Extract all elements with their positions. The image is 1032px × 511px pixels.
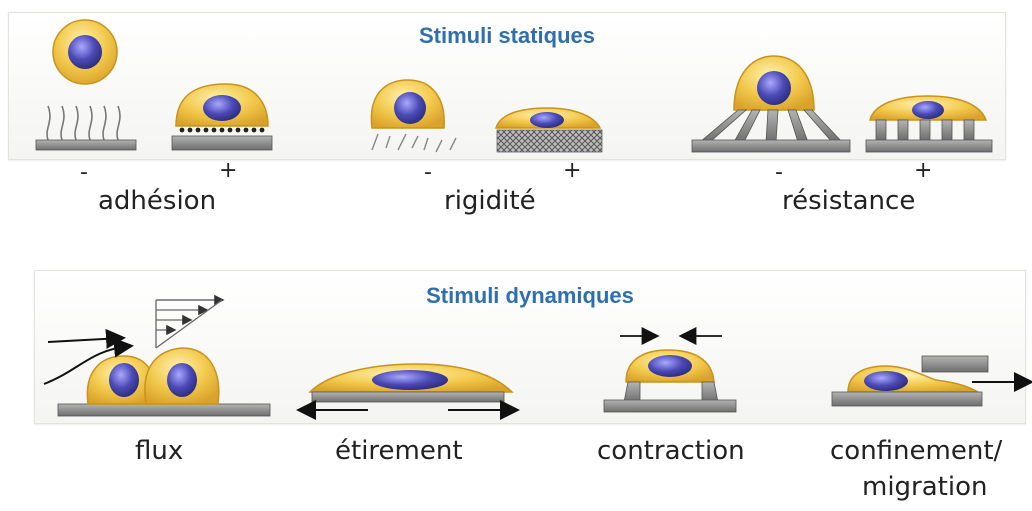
dynamic-stimuli-title: Stimuli dynamiques [426,283,634,308]
resistance-minus-sign: - [775,160,783,185]
confinement-label: confinement/ [830,436,1003,466]
adhesion-plus-sign: + [219,158,238,183]
stretching-label: étirement [335,436,463,466]
resistance-plus-sign: + [914,158,933,183]
resistance-plus-illustration [865,95,993,153]
rigidity-minus-illustration [370,79,457,153]
flux-label: flux [135,436,184,466]
contraction-label: contraction [597,436,745,466]
migration-label: migration [862,472,988,502]
resistance-label: résistance [782,186,916,216]
contraction-illustration [603,327,737,413]
adhesion-minus-sign: - [80,160,88,185]
rigidity-label: rigidité [444,186,536,216]
flux-illustration [43,294,271,417]
adhesion-plus-illustration [171,83,273,151]
adhesion-minus-illustration [35,19,137,151]
confinement-migration-illustration [831,355,1032,407]
stretching-illustration [296,363,520,420]
rigidity-plus-illustration [495,107,603,153]
rigidity-plus-sign: + [563,158,582,183]
rigidity-minus-sign: - [424,160,432,185]
static-stimuli-title: Stimuli statiques [418,23,596,48]
resistance-minus-illustration [691,55,851,153]
adhesion-label: adhésion [98,186,217,216]
